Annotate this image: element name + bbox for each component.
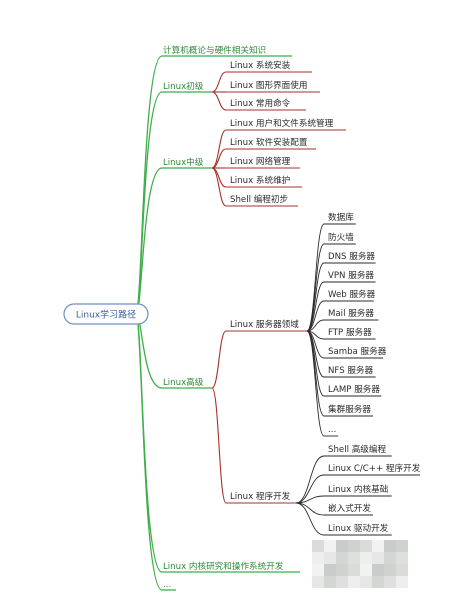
leaf-label: Linux 内核基础 <box>328 483 388 495</box>
sub-branch-label: Linux 用户和文件系统管理 <box>230 117 334 129</box>
branch-label: Linux初级 <box>163 80 204 92</box>
branch-label: Linux高级 <box>163 376 204 388</box>
watermark-pixel <box>324 564 336 576</box>
branch-label: Linux 内核研究和操作系统开发 <box>163 560 284 572</box>
watermark-pixel <box>360 552 372 564</box>
sub-branch-label: Linux 程序开发 <box>230 490 291 502</box>
watermark-pixel <box>396 552 408 564</box>
leaf-label: Shell 高级编程 <box>328 443 386 455</box>
watermark-pixel <box>384 552 396 564</box>
leaf-connector <box>306 330 325 437</box>
watermark-pixel <box>324 576 336 588</box>
watermark-pixel <box>348 576 360 588</box>
leaf-label: ... <box>328 425 336 435</box>
leaf-label: 嵌入式开发 <box>328 502 371 514</box>
sub-branch-label: Linux 网络管理 <box>230 155 291 167</box>
sub-branch-label: Linux 图形界面使用 <box>230 79 307 91</box>
leaf-label: Linux 驱动开发 <box>328 522 389 534</box>
leaf-label: DNS 服务器 <box>328 250 375 262</box>
sub-branch-connector <box>211 129 227 169</box>
watermark-pixel <box>396 576 408 588</box>
watermark-pixel <box>312 564 324 576</box>
watermark-pixel <box>396 540 408 552</box>
watermark-pixel <box>348 552 360 564</box>
leaf-label: Linux C/C++ 程序开发 <box>328 462 421 474</box>
watermark-pixel <box>384 564 396 576</box>
leaf-connector <box>295 455 325 504</box>
branch-connector <box>135 167 163 315</box>
watermark-pixel <box>372 576 384 588</box>
watermark-pixel <box>336 540 348 552</box>
branch-label: 计算机概论与硬件相关知识 <box>163 44 267 56</box>
sub-branch-label: Linux 系统安装 <box>230 59 291 71</box>
sub-branch-connector <box>211 167 227 207</box>
leaf-connector <box>306 319 325 332</box>
leaf-connector <box>295 502 325 536</box>
watermark-pixel <box>372 540 384 552</box>
watermark-pixel <box>372 564 384 576</box>
watermark-pixel <box>312 540 324 552</box>
leaf-label: LAMP 服务器 <box>328 383 380 395</box>
watermark-pixel <box>348 564 360 576</box>
sub-branch-label: Linux 系统维护 <box>230 174 290 186</box>
sub-branch-label: Linux 软件安装配置 <box>230 136 308 148</box>
sub-branch-connector <box>211 330 227 389</box>
sub-branch-label: Linux 服务器领域 <box>230 318 299 330</box>
watermark-pixel <box>348 540 360 552</box>
branch-label: ... <box>163 580 171 590</box>
leaf-connector <box>306 243 325 332</box>
sub-branch-connector <box>211 71 227 93</box>
root-label: Linux学习路径 <box>76 309 136 321</box>
watermark-pixel <box>360 576 372 588</box>
watermark-blur <box>312 540 408 588</box>
leaf-connector <box>306 281 325 332</box>
branch-connector <box>135 313 163 591</box>
watermark-pixel <box>336 564 348 576</box>
leaf-label: FTP 服务器 <box>328 326 372 338</box>
watermark-pixel <box>324 540 336 552</box>
watermark-pixel <box>384 576 396 588</box>
leaf-label: Mail 服务器 <box>328 307 374 319</box>
branch-label: Linux中级 <box>163 156 204 168</box>
leaf-connector <box>295 502 325 516</box>
watermark-pixel <box>312 576 324 588</box>
root-node-box <box>63 303 149 325</box>
watermark-pixel <box>396 564 408 576</box>
watermark-pixel <box>372 552 384 564</box>
leaf-connector <box>306 300 325 332</box>
leaf-label: 防火墙 <box>328 231 354 243</box>
watermark-pixel <box>336 576 348 588</box>
leaf-connector <box>295 474 325 504</box>
sub-branch-label: Shell 编程初步 <box>230 193 288 205</box>
leaf-label: Samba 服务器 <box>328 345 387 357</box>
leaf-label: 数据库 <box>328 211 354 223</box>
sub-branch-connector <box>211 91 227 111</box>
watermark-pixel <box>312 552 324 564</box>
watermark-pixel <box>324 552 336 564</box>
watermark-pixel <box>384 540 396 552</box>
leaf-label: VPN 服务器 <box>328 269 374 281</box>
sub-branch-connector <box>211 387 227 504</box>
leaf-label: 集群服务器 <box>328 403 371 415</box>
watermark-pixel <box>336 552 348 564</box>
watermark-pixel <box>360 564 372 576</box>
watermark-pixel <box>360 540 372 552</box>
leaf-label: NFS 服务器 <box>328 364 374 376</box>
leaf-label: Web 服务器 <box>328 288 376 300</box>
sub-branch-label: Linux 常用命令 <box>230 97 291 109</box>
